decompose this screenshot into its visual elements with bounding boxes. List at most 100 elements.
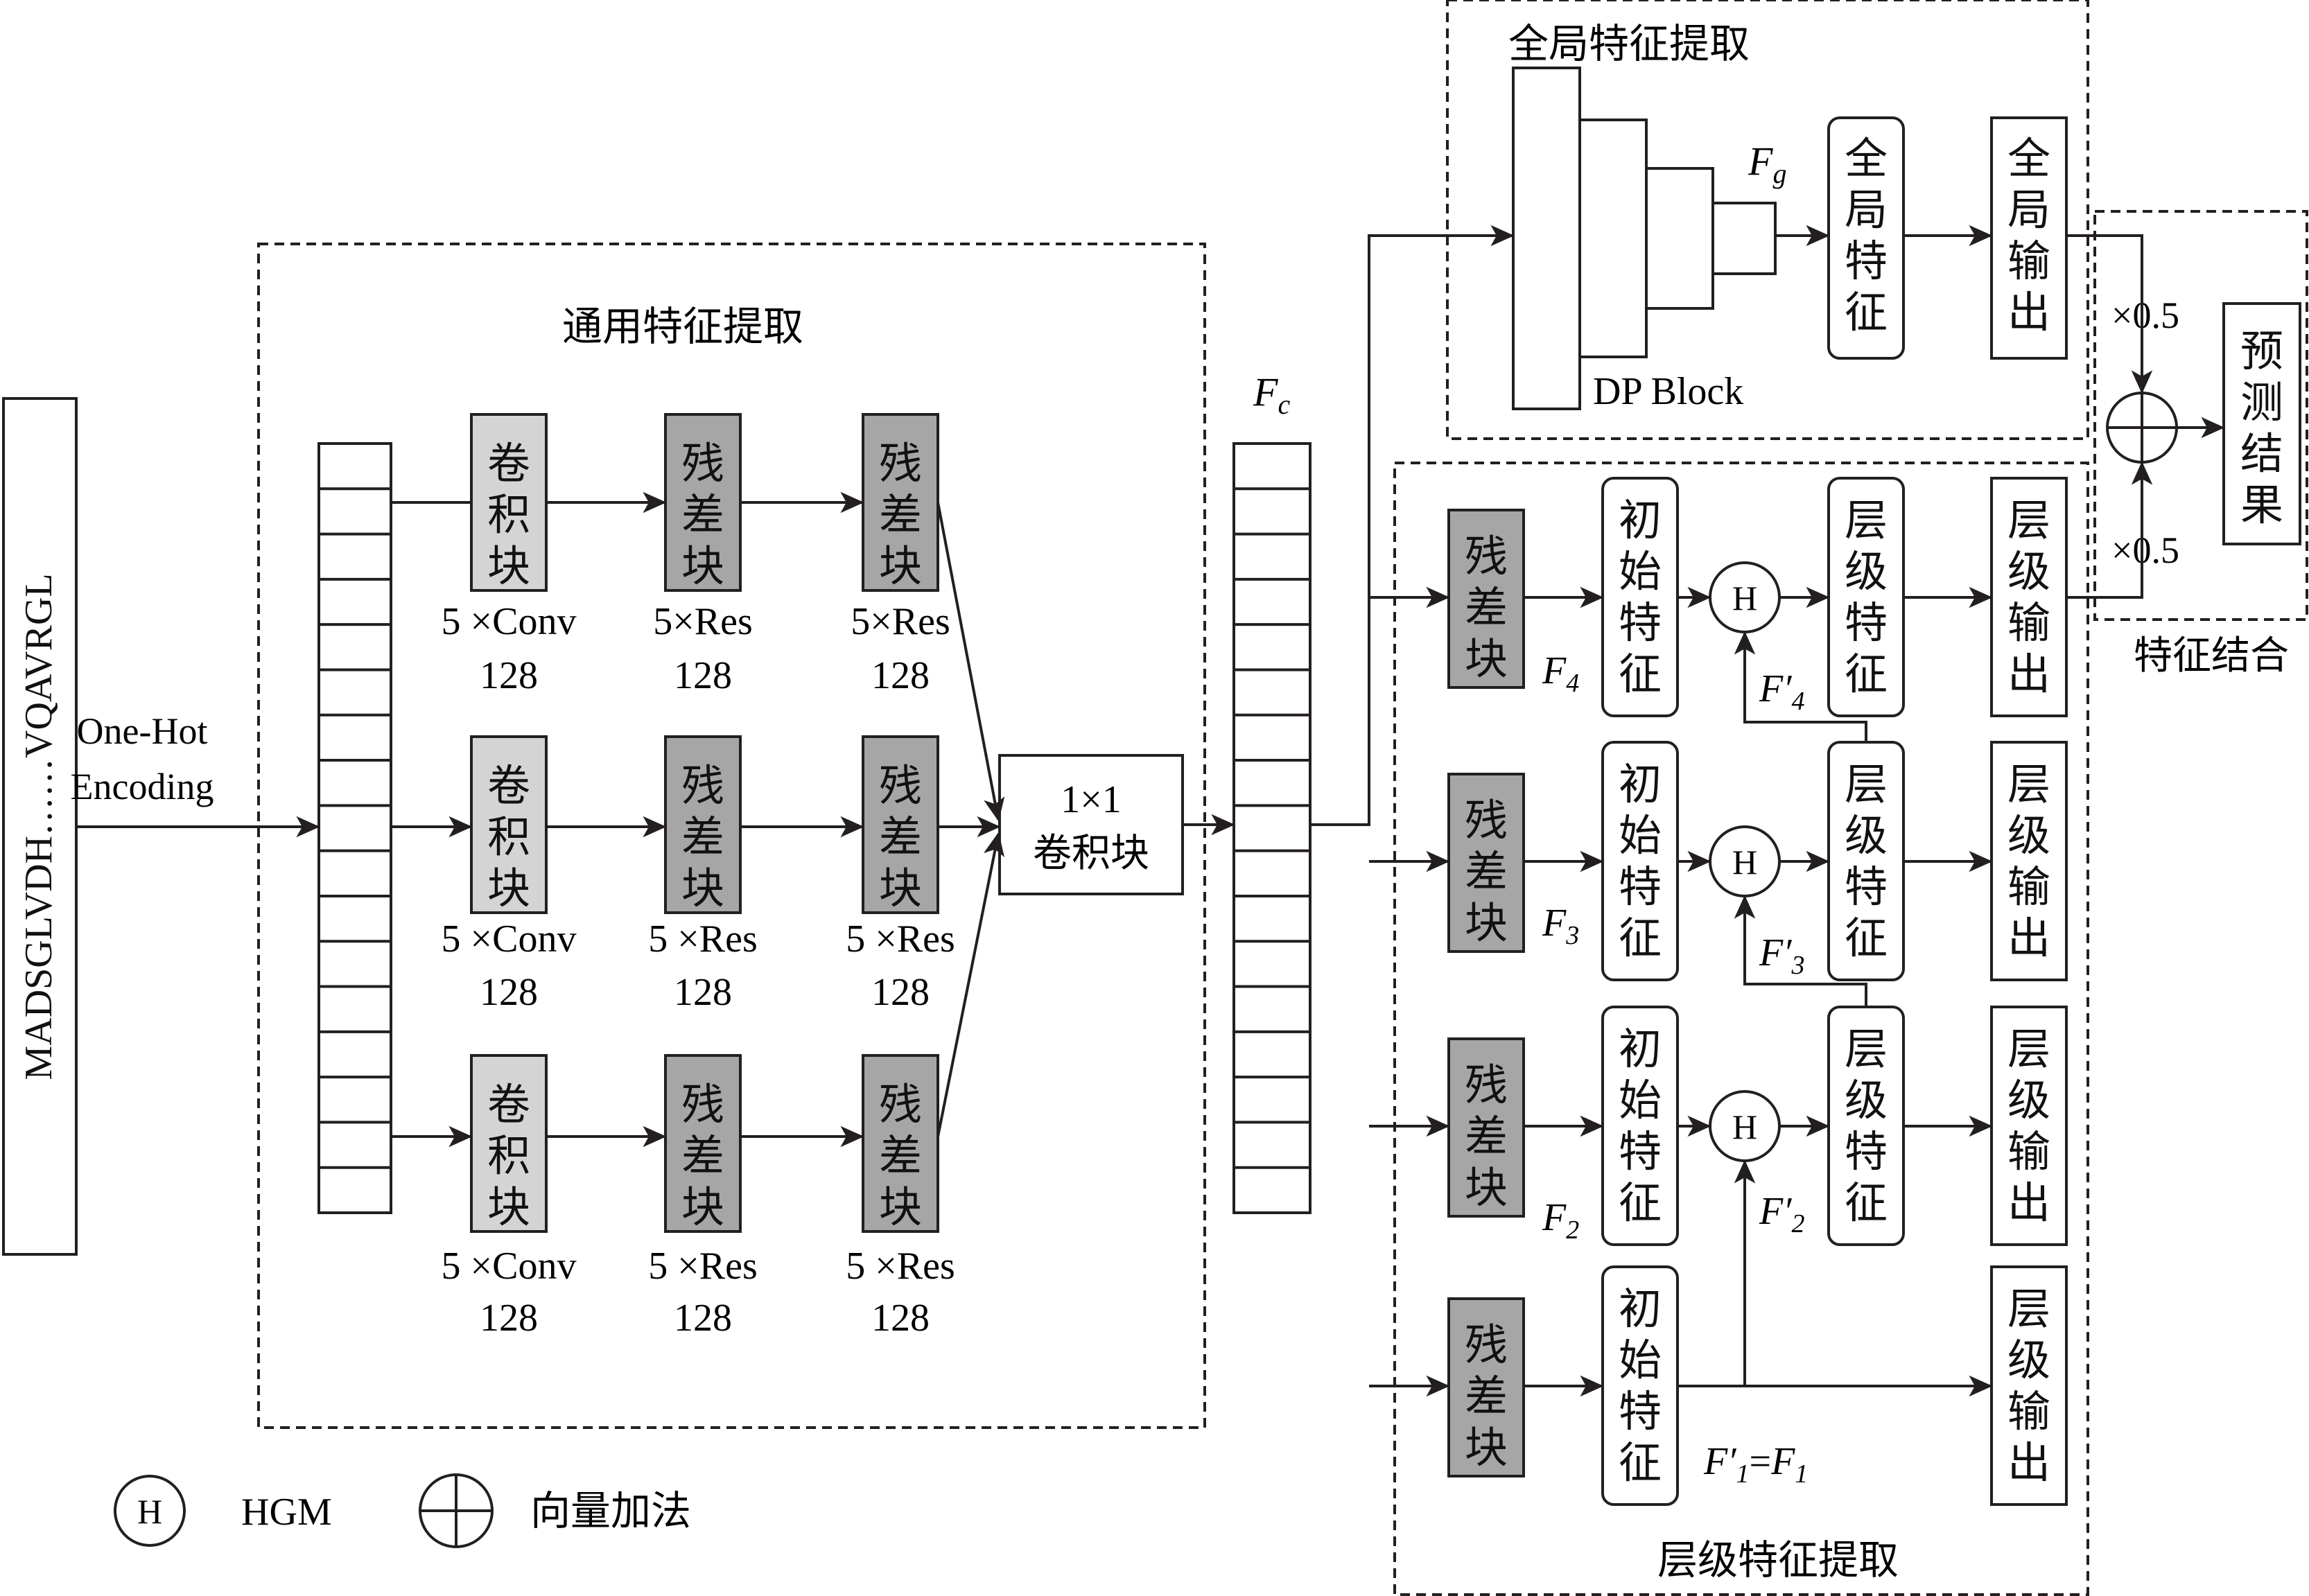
hier-res-block-label-char: 差 bbox=[1465, 846, 1508, 897]
level-feature-label-char: 特 bbox=[1845, 861, 1888, 912]
legend: H HGM 向量加法 bbox=[114, 1473, 691, 1548]
connector bbox=[2066, 234, 2153, 394]
hier-res-block-label-char: 残 bbox=[1465, 1319, 1508, 1370]
initial-feature-label-char: 特 bbox=[1619, 861, 1662, 912]
initial-feature-label-char: 初 bbox=[1619, 759, 1662, 809]
legend-hgm-icon bbox=[114, 1475, 186, 1547]
level-output-label-char: 出 bbox=[2007, 913, 2050, 963]
connector bbox=[1310, 225, 1515, 826]
level-output-label-char: 出 bbox=[2007, 649, 2050, 699]
hier-res-block-label-char: 块 bbox=[1465, 897, 1508, 948]
level-feature-label-char: 征 bbox=[1845, 1177, 1888, 1228]
branch2-res-block-2-label-char: 残 bbox=[879, 760, 922, 811]
hier-res-block-label-char: 残 bbox=[1465, 531, 1508, 581]
branch1-res-block-1-label-char: 块 bbox=[681, 541, 724, 591]
connector bbox=[2066, 461, 2153, 599]
branch1-res-block-2-param: 5×Res bbox=[851, 600, 950, 643]
level-feature-label-char: 特 bbox=[1845, 1126, 1888, 1177]
level-output-box-2 bbox=[1990, 741, 2068, 981]
level-output-label-char: 输 bbox=[2007, 1126, 2050, 1177]
f-prime-label-3: F′3 bbox=[1759, 931, 1804, 980]
hier-res-block-label-char: 块 bbox=[1465, 1422, 1508, 1473]
level-output-box-3 bbox=[1990, 1006, 2068, 1246]
dp-block bbox=[1512, 67, 1777, 410]
initial-feature-label-char: 初 bbox=[1619, 1024, 1662, 1074]
branch3-conv-block-label-char: 块 bbox=[487, 1182, 530, 1232]
branch3-res-block-2-label-char: 残 bbox=[879, 1079, 922, 1130]
hier-res-block-1 bbox=[1447, 509, 1525, 689]
global-output-label-char: 全 bbox=[2007, 133, 2050, 184]
branch1-res-block-1-label-char: 残 bbox=[681, 438, 724, 489]
initial-feature-label-char: 征 bbox=[1619, 913, 1662, 963]
level-output-label-char: 层 bbox=[2007, 495, 2050, 545]
encoding-label: Encoding bbox=[71, 766, 214, 807]
level-output-box-1 bbox=[1990, 477, 2068, 717]
branch1-res-block-2-label-char: 残 bbox=[879, 438, 922, 489]
level-output-label-char: 输 bbox=[2007, 861, 2050, 912]
prediction-result-label-char: 测 bbox=[2240, 377, 2283, 428]
branch1-conv-block bbox=[470, 413, 548, 592]
hier-res-block-label-char: 差 bbox=[1465, 582, 1508, 633]
fc-feature-column bbox=[1232, 442, 1312, 1214]
dp-block-label: DP Block bbox=[1593, 370, 1743, 413]
branch1-res-block-1-param: 5×Res bbox=[653, 600, 753, 643]
hgm-symbol: H bbox=[1732, 579, 1757, 617]
level-feature-label-char: 层 bbox=[1845, 759, 1888, 809]
branch3-res-block-2-channels: 128 bbox=[871, 1297, 930, 1340]
hgm-symbol: H bbox=[1732, 1107, 1757, 1146]
branch3-res-block-1-param: 5 ×Res bbox=[648, 1245, 758, 1288]
global-output-label-char: 输 bbox=[2007, 236, 2050, 286]
weight-global: ×0.5 bbox=[2111, 295, 2179, 336]
conv-1x1-block bbox=[998, 754, 1184, 895]
branch1-conv-block-channels: 128 bbox=[480, 654, 538, 697]
branch3-res-block-1-label-char: 块 bbox=[681, 1182, 724, 1232]
branch2-res-block-2-param: 5 ×Res bbox=[846, 918, 955, 961]
legend-hgm-label: HGM bbox=[241, 1491, 332, 1534]
branch2-res-block-2-channels: 128 bbox=[871, 971, 930, 1014]
initial-feature-label-char: 特 bbox=[1619, 597, 1662, 648]
feature-combination-title: 特征结合 bbox=[2134, 633, 2289, 678]
general-extraction-region bbox=[257, 243, 1206, 1429]
level-feature-label-char: 级 bbox=[1845, 1075, 1888, 1125]
hgm-symbol: H bbox=[1732, 843, 1757, 882]
global-extraction-title: 全局特征提取 bbox=[1508, 20, 1750, 67]
weight-hierarchical: ×0.5 bbox=[2111, 529, 2179, 571]
branch2-res-block-1-param: 5 ×Res bbox=[648, 918, 758, 961]
branch2-conv-block-label-char: 积 bbox=[487, 812, 530, 862]
branch2-conv-block-label-char: 卷 bbox=[487, 760, 530, 811]
branch2-conv-block bbox=[470, 735, 548, 914]
level-output-label-char: 层 bbox=[2007, 1283, 2050, 1334]
initial-feature-label-char: 征 bbox=[1619, 1437, 1662, 1488]
global-feature-label-char: 全 bbox=[1845, 133, 1888, 184]
hier-res-block-label-char: 块 bbox=[1465, 633, 1508, 684]
global-output-box bbox=[1990, 116, 2068, 360]
branch2-res-block-1-label-char: 块 bbox=[681, 863, 724, 913]
branch3-res-block-2-label-char: 差 bbox=[879, 1130, 922, 1181]
branch3-res-block-2-label-char: 块 bbox=[879, 1182, 922, 1232]
hier-res-block-label-char: 差 bbox=[1465, 1111, 1508, 1161]
initial-feature-label-char: 征 bbox=[1619, 649, 1662, 699]
branch2-conv-block-channels: 128 bbox=[480, 971, 538, 1014]
initial-feature-label-char: 初 bbox=[1619, 495, 1662, 545]
branch2-res-block-1-label-char: 残 bbox=[681, 760, 724, 811]
branch1-res-block-2-channels: 128 bbox=[871, 654, 930, 697]
initial-feature-label-char: 特 bbox=[1619, 1386, 1662, 1437]
general-extraction-title: 通用特征提取 bbox=[562, 303, 803, 350]
level-output-label-char: 级 bbox=[2007, 1335, 2050, 1385]
level-output-label-char: 级 bbox=[2007, 546, 2050, 597]
input-sequence-text: MADSGLVDH……VQAVRGL bbox=[17, 573, 60, 1080]
branch1-conv-block-label-char: 卷 bbox=[487, 438, 530, 489]
branch3-res-block-1-label-char: 残 bbox=[681, 1079, 724, 1130]
branch2-res-block-2-label-char: 块 bbox=[879, 863, 922, 913]
one-hot-label: One-Hot bbox=[77, 710, 208, 752]
level-output-label-char: 级 bbox=[2007, 1075, 2050, 1125]
level-feature-label-char: 层 bbox=[1845, 1024, 1888, 1074]
branch2-res-block-1 bbox=[664, 735, 742, 914]
branch1-conv-block-label-char: 积 bbox=[487, 489, 530, 540]
level-feature-label-char: 征 bbox=[1845, 649, 1888, 699]
f-label-4: F4 bbox=[1542, 649, 1579, 698]
f-label-2: F2 bbox=[1542, 1196, 1579, 1245]
branch3-res-block-2-param: 5 ×Res bbox=[846, 1245, 955, 1288]
branch3-conv-block-label-char: 积 bbox=[487, 1130, 530, 1181]
